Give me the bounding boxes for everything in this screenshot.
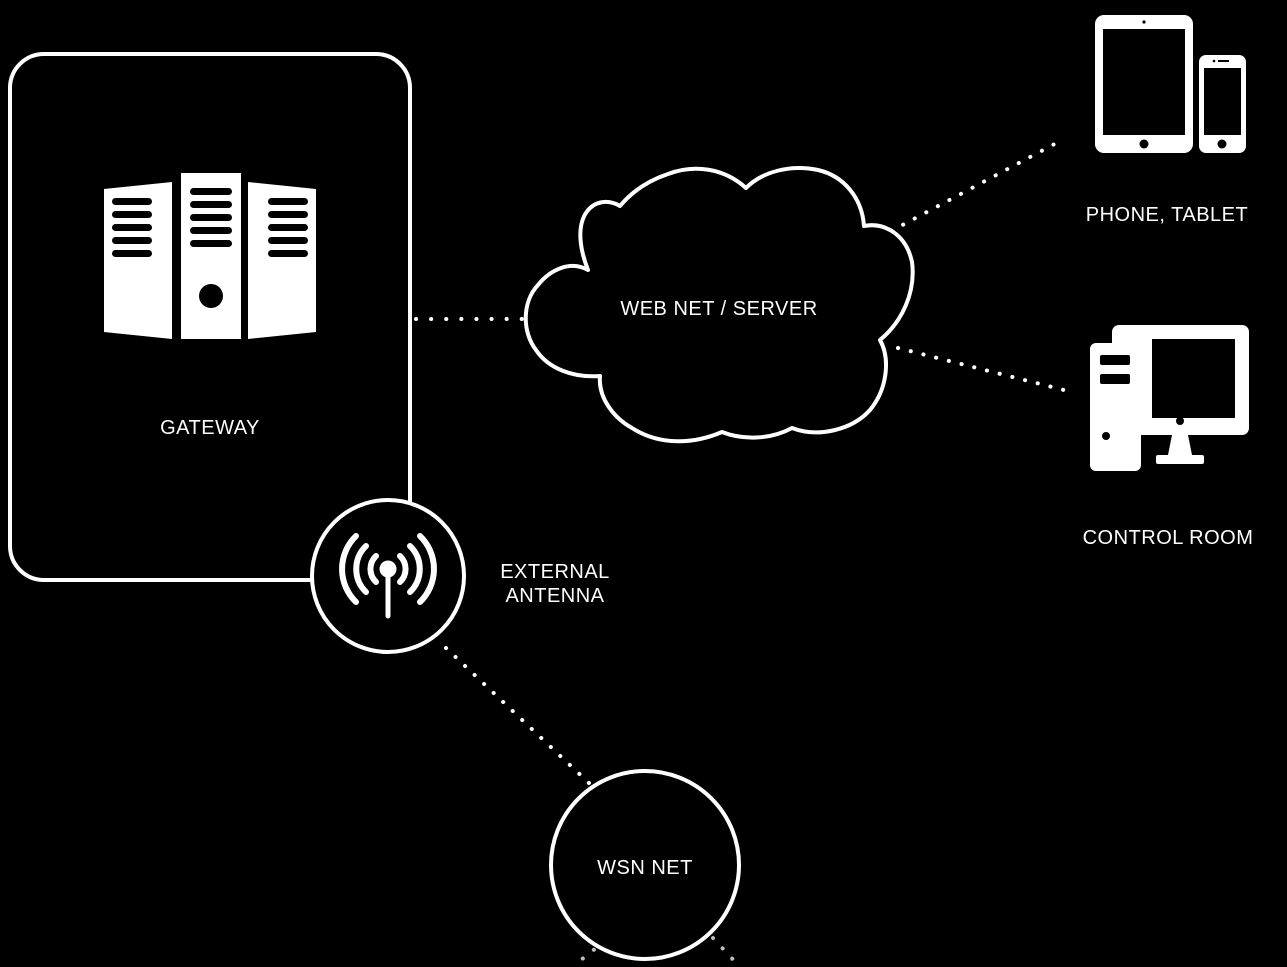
antenna-signal-icon bbox=[310, 498, 466, 654]
server-rack-icon bbox=[104, 173, 316, 339]
external-antenna-label-line1: EXTERNAL bbox=[500, 561, 610, 583]
desktop-computer-icon bbox=[1090, 325, 1249, 471]
tablet-icon bbox=[1095, 15, 1193, 153]
external-antenna-label-line2: ANTENNA bbox=[505, 585, 605, 607]
phone-icon bbox=[1199, 55, 1246, 153]
link-antenna-wsn bbox=[444, 646, 592, 786]
cloud-label: WEB NET / SERVER bbox=[620, 298, 818, 320]
gateway-label: GATEWAY bbox=[160, 417, 260, 439]
mobile-label: PHONE, TABLET bbox=[1085, 204, 1249, 226]
external-antenna-label: EXTERNAL ANTENNA bbox=[500, 560, 610, 608]
wsn-net-circle bbox=[549, 769, 741, 961]
link-wsn-down-right bbox=[711, 936, 742, 967]
link-cloud-mobile bbox=[878, 138, 1064, 239]
cloud-icon bbox=[523, 166, 915, 444]
link-cloud-control-room bbox=[896, 346, 1066, 392]
control-room-label: CONTROL ROOM bbox=[1082, 527, 1254, 549]
wsn-net-label: WSN NET bbox=[597, 857, 693, 879]
connector-links bbox=[414, 138, 1066, 967]
